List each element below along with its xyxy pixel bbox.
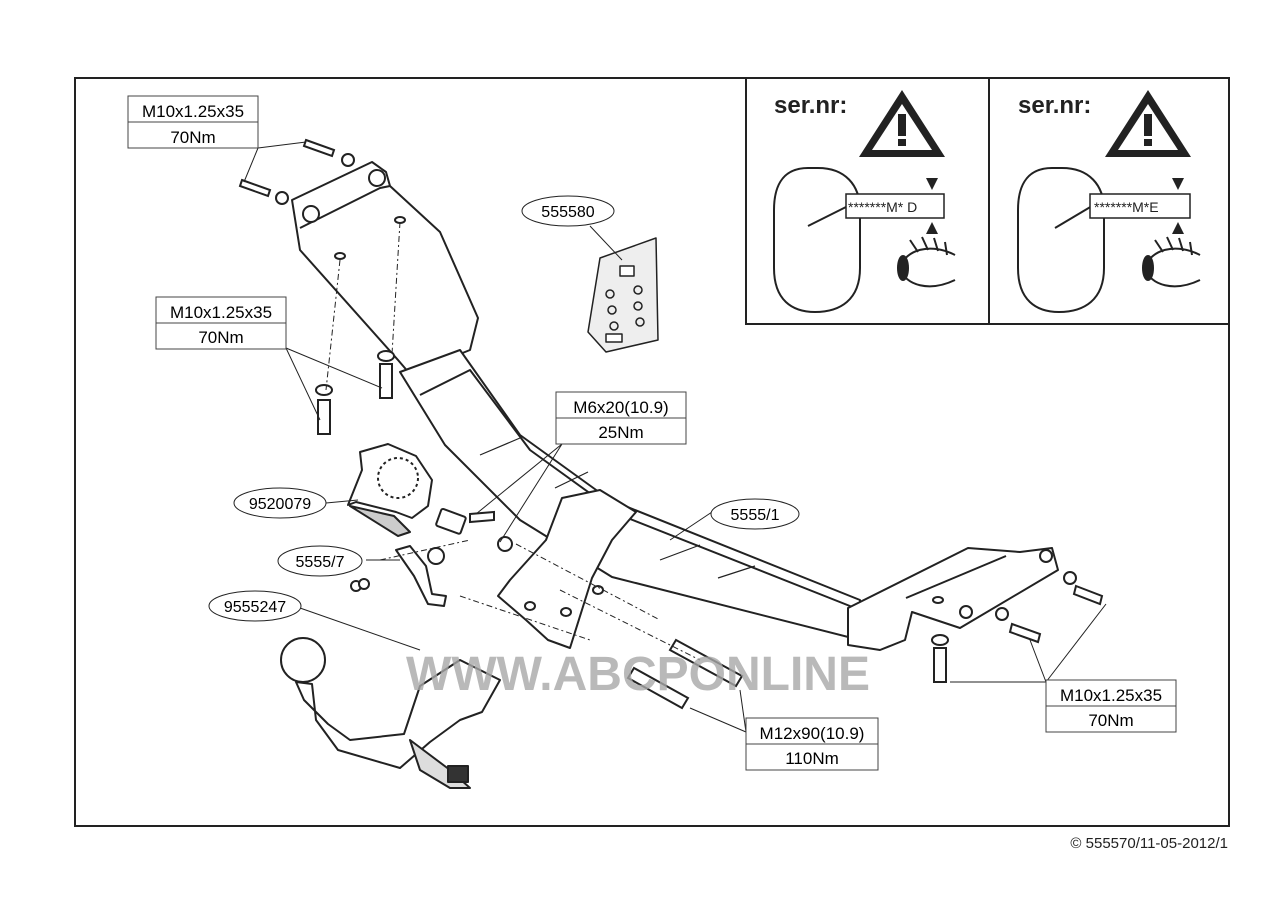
bolt-spec: M10x1.25x35 [142,102,244,121]
svg-text:5555/1: 5555/1 [731,507,780,524]
bolt-spec: M10x1.25x35 [170,303,272,322]
part-label-9520079: 9520079 [233,487,327,519]
serial-panel-d: ser.nr: *******M* D [745,77,990,325]
svg-text:9520079: 9520079 [249,496,311,513]
torque-label-mid-left: M10x1.25x35 70Nm [155,296,287,350]
left-mounting-bracket [291,161,479,375]
eye-icon [897,236,956,288]
bolt-kit-555580 [587,237,659,353]
tag-outline [1017,167,1105,314]
svg-text:555580: 555580 [541,204,594,221]
torque-label-top-left: M10x1.25x35 70Nm [127,95,259,149]
mounting-plate [497,489,637,649]
bolt-spec: M6x20(10.9) [573,398,668,417]
right-mounting-bracket [847,547,1059,651]
warning-icon [1105,90,1191,157]
leader-lines [243,141,1107,733]
serial-title: ser.nr: [1018,92,1091,119]
torque-value: 70Nm [198,328,243,347]
serial-code: *******M*E [1094,199,1159,215]
bolt-spec: M10x1.25x35 [1060,686,1162,705]
watermark: WWW.ABCPONLINE [406,648,870,701]
part-label-9555247: 9555247 [208,590,302,622]
socket-bracket-9520079 [347,443,467,537]
diagram-frame [74,77,1230,827]
bolt [238,138,1104,710]
serial-panel-e: ser.nr: *******M*E [988,77,1230,325]
eye-icon [1142,236,1201,288]
torque-label-right: M10x1.25x35 70Nm [1045,679,1177,733]
part-label-555580: 555580 [521,195,615,227]
bolt-spec: M12x90(10.9) [760,724,865,743]
torque-value: 25Nm [598,423,643,442]
torque-value: 110Nm [785,749,839,768]
torque-label-bottom: M12x90(10.9) 110Nm [745,717,879,771]
warning-icon [859,90,945,157]
torque-label-center: M6x20(10.9) 25Nm [555,391,687,445]
tag-outline [773,167,861,314]
serial-title: ser.nr: [774,92,847,119]
copyright-text: © 555570/11-05-2012/1 [1070,835,1228,852]
tow-ball-9555247 [280,637,501,789]
assembly-lines [325,221,701,661]
clamp-5555-7 [350,545,447,607]
part-label-5555-7: 5555/7 [277,545,363,577]
svg-text:9555247: 9555247 [224,599,286,616]
torque-value: 70Nm [1088,711,1133,730]
serial-code: *******M* D [848,199,917,215]
svg-text:5555/7: 5555/7 [296,554,345,571]
torque-value: 70Nm [170,128,215,147]
part-label-5555-1: 5555/1 [710,498,800,530]
